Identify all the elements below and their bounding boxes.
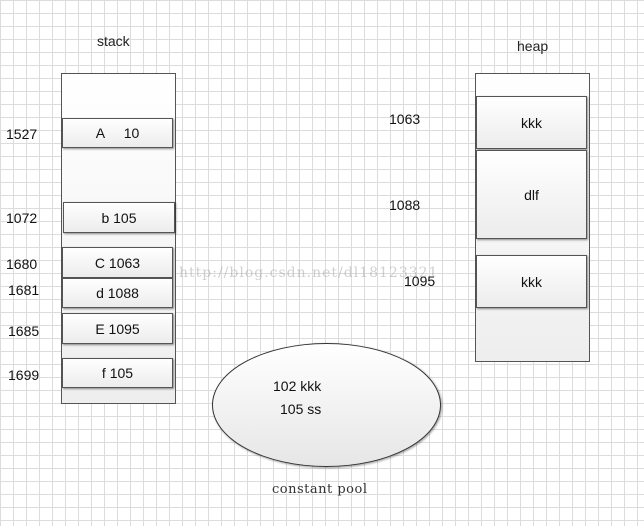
heap-title: heap (517, 38, 549, 54)
stack-address: 1681 (8, 282, 40, 298)
constant-pool-label: constant pool (272, 482, 368, 497)
heap-address: 1063 (389, 111, 421, 127)
stack-cell-f: f 105 (62, 358, 173, 388)
stack-address: 1685 (8, 323, 40, 339)
stack-address: 1699 (8, 367, 40, 383)
stack-cell-b: b 105 (63, 202, 175, 233)
constant-pool-ellipse (212, 343, 441, 467)
stack-cell-e: E 1095 (62, 313, 173, 344)
stack-cell-d: d 1088 (62, 278, 173, 308)
heap-address: 1088 (389, 197, 421, 213)
watermark-url: http://blog.csdn.net/dl18123321 (179, 265, 439, 281)
heap-cell-kkk-1: kkk (476, 96, 587, 149)
stack-cell-c: C 1063 (62, 247, 173, 278)
stack-address: 1680 (6, 256, 38, 272)
heap-cell-kkk-2: kkk (476, 255, 587, 308)
constant-pool-entry: 102 kkk (273, 378, 322, 394)
stack-title: stack (97, 33, 130, 49)
heap-cell-dlf: dlf (476, 150, 587, 239)
constant-pool-entry: 105 ss (280, 401, 322, 417)
stack-address: 1072 (6, 210, 38, 226)
stack-address: 1527 (6, 126, 38, 142)
heap-address: 1095 (404, 273, 436, 289)
stack-cell-a: A 10 (62, 118, 173, 148)
